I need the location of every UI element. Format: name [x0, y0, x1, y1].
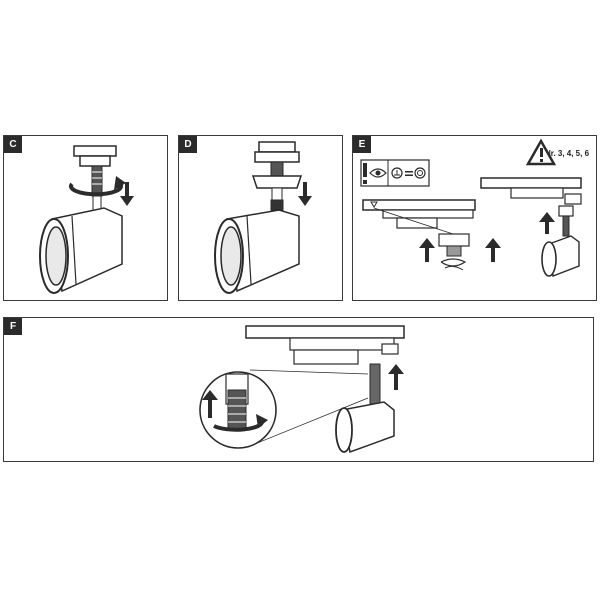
up-arrow-icon	[388, 364, 404, 390]
step-e-drawing	[360, 138, 582, 277]
step-c-panel: C	[3, 135, 168, 301]
step-c-drawing	[39, 145, 134, 294]
step-e-panel: E Nr. 3, 4, 5, 6	[352, 135, 597, 301]
rotate-arrow-icon	[69, 176, 126, 197]
step-f-drawing	[199, 325, 405, 454]
warning-parts-text: Nr. 3, 4, 5, 6	[545, 149, 590, 158]
warning-icon	[525, 138, 557, 166]
down-arrow-icon	[298, 182, 312, 206]
up-arrow-icon	[419, 238, 435, 262]
step-c-label: C	[4, 136, 22, 153]
up-arrow-icon	[539, 212, 555, 234]
step-d-drawing	[214, 141, 312, 294]
eye-icon	[369, 168, 387, 178]
exclamation-icon	[363, 163, 367, 184]
step-d-panel: D	[178, 135, 343, 301]
step-e-label: E	[353, 136, 371, 153]
step-f-label: F	[4, 318, 22, 335]
step-f-panel: F	[3, 317, 594, 462]
up-arrow-icon	[485, 238, 501, 262]
ground-symbol-icon	[391, 167, 403, 179]
up-arrow-icon	[202, 390, 218, 418]
down-arrow-icon	[120, 182, 134, 206]
rotate-arrow-icon	[213, 414, 268, 432]
step-d-label: D	[179, 136, 197, 153]
